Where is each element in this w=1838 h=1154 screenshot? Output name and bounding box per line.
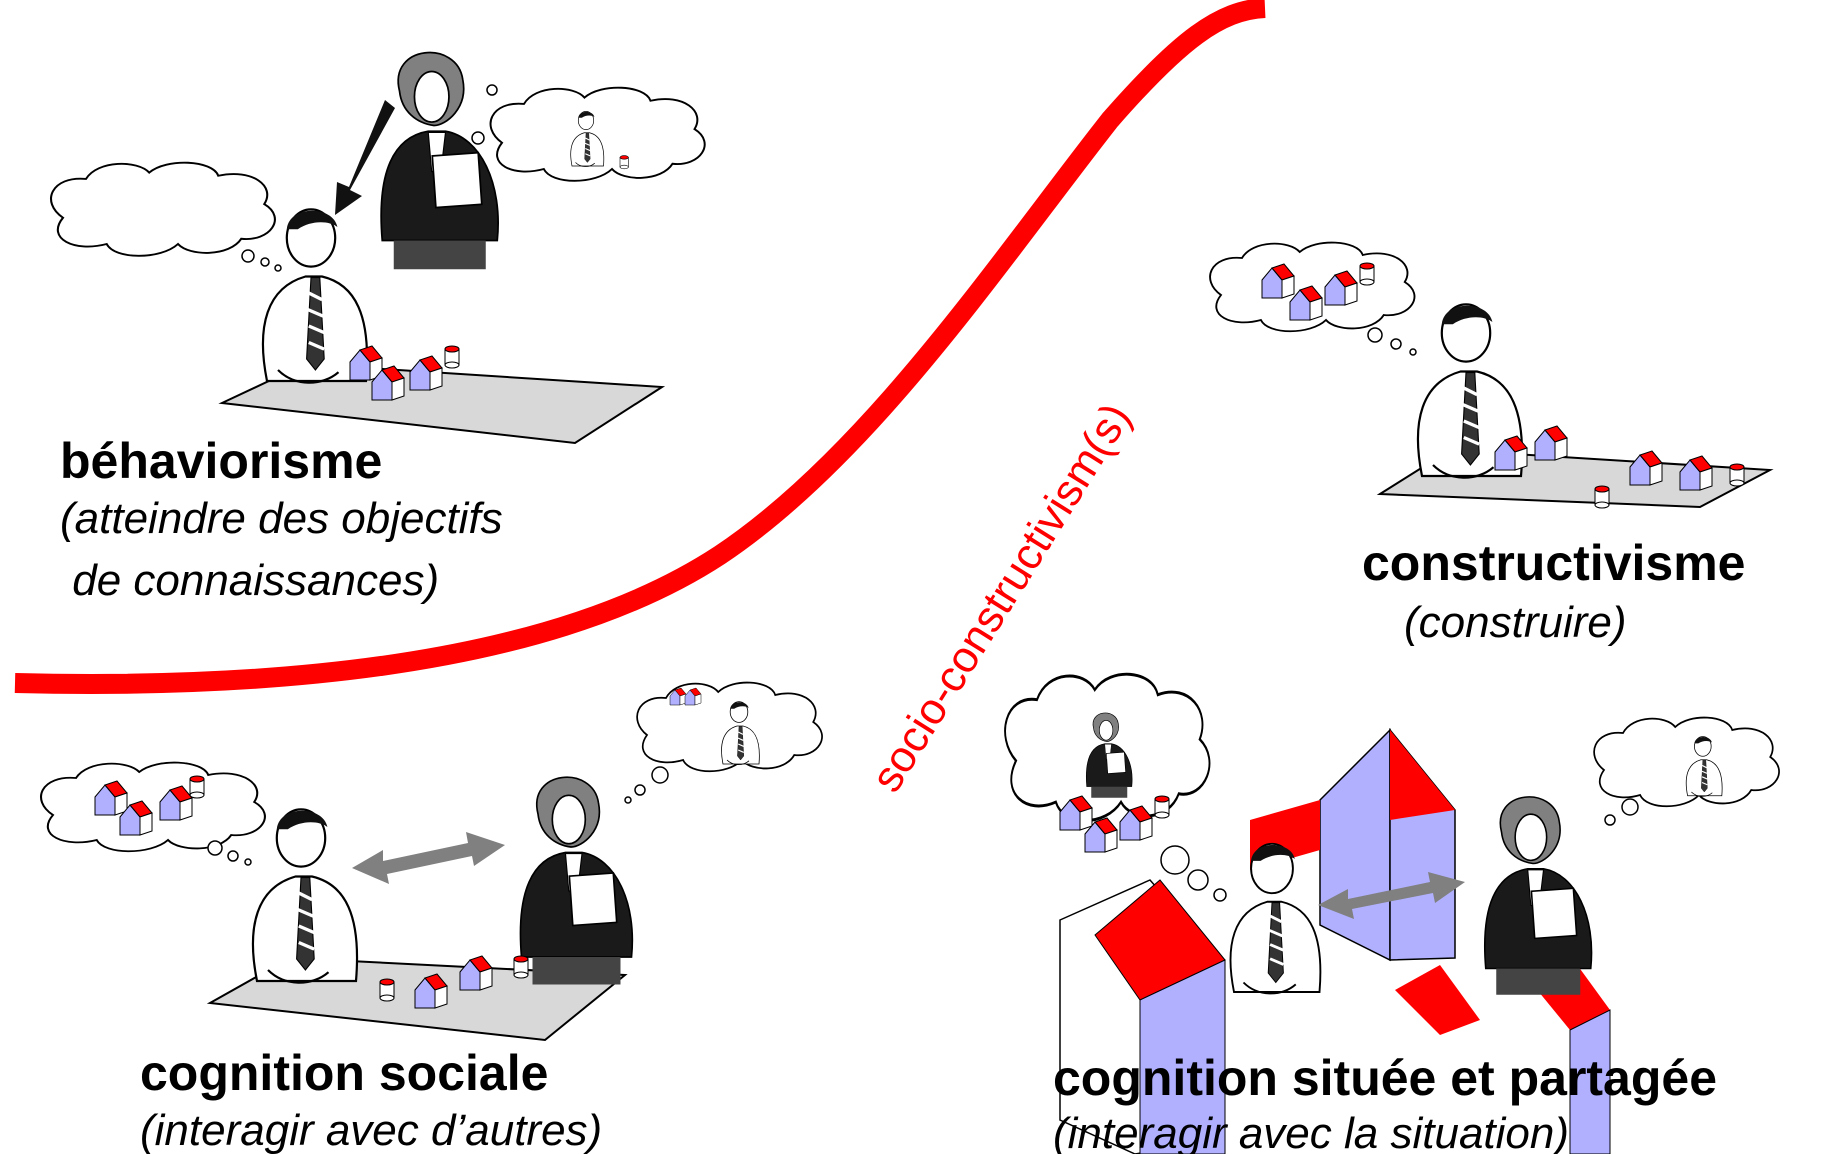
behaviorism-title: béhaviorisme bbox=[60, 433, 382, 489]
social-cognition-subtitle: (interagir avec d’autres) bbox=[140, 1106, 602, 1154]
constructivism-illustration bbox=[1209, 241, 1774, 509]
student-figure bbox=[1229, 842, 1322, 995]
constructivism-title: constructivisme bbox=[1362, 535, 1745, 591]
social-cognition-title: cognition sociale bbox=[140, 1045, 548, 1101]
behaviorism-subtitle-line-1: (atteindre des objectifs bbox=[60, 494, 503, 543]
social-cognition-illustration bbox=[39, 681, 823, 1042]
behaviorism-subtitle-line-2: de connaissances) bbox=[60, 556, 439, 605]
instruction-arrow bbox=[335, 100, 395, 215]
thought-cloud-teacher bbox=[489, 86, 706, 182]
socio-constructivism-curve bbox=[14, 0, 1266, 694]
interaction-arrow bbox=[1318, 872, 1465, 919]
peer-figure bbox=[1483, 796, 1593, 996]
behaviorism-illustration bbox=[49, 51, 706, 445]
situated-cognition-illustration bbox=[1003, 672, 1780, 1154]
peer-figure bbox=[519, 776, 634, 986]
thought-cloud-empty bbox=[49, 161, 276, 257]
constructivism-subtitle: (construire) bbox=[1404, 598, 1627, 647]
situated-cognition-title: cognition située et partagée bbox=[1053, 1050, 1717, 1106]
situated-cognition-subtitle: (interagir avec la situation) bbox=[1053, 1109, 1569, 1154]
interaction-arrow bbox=[352, 832, 505, 884]
student-figure bbox=[261, 207, 369, 385]
thought-cloud-other bbox=[1593, 716, 1780, 808]
thought-cloud-models bbox=[39, 761, 266, 853]
teacher-figure bbox=[380, 51, 499, 271]
student-figure bbox=[251, 807, 359, 985]
